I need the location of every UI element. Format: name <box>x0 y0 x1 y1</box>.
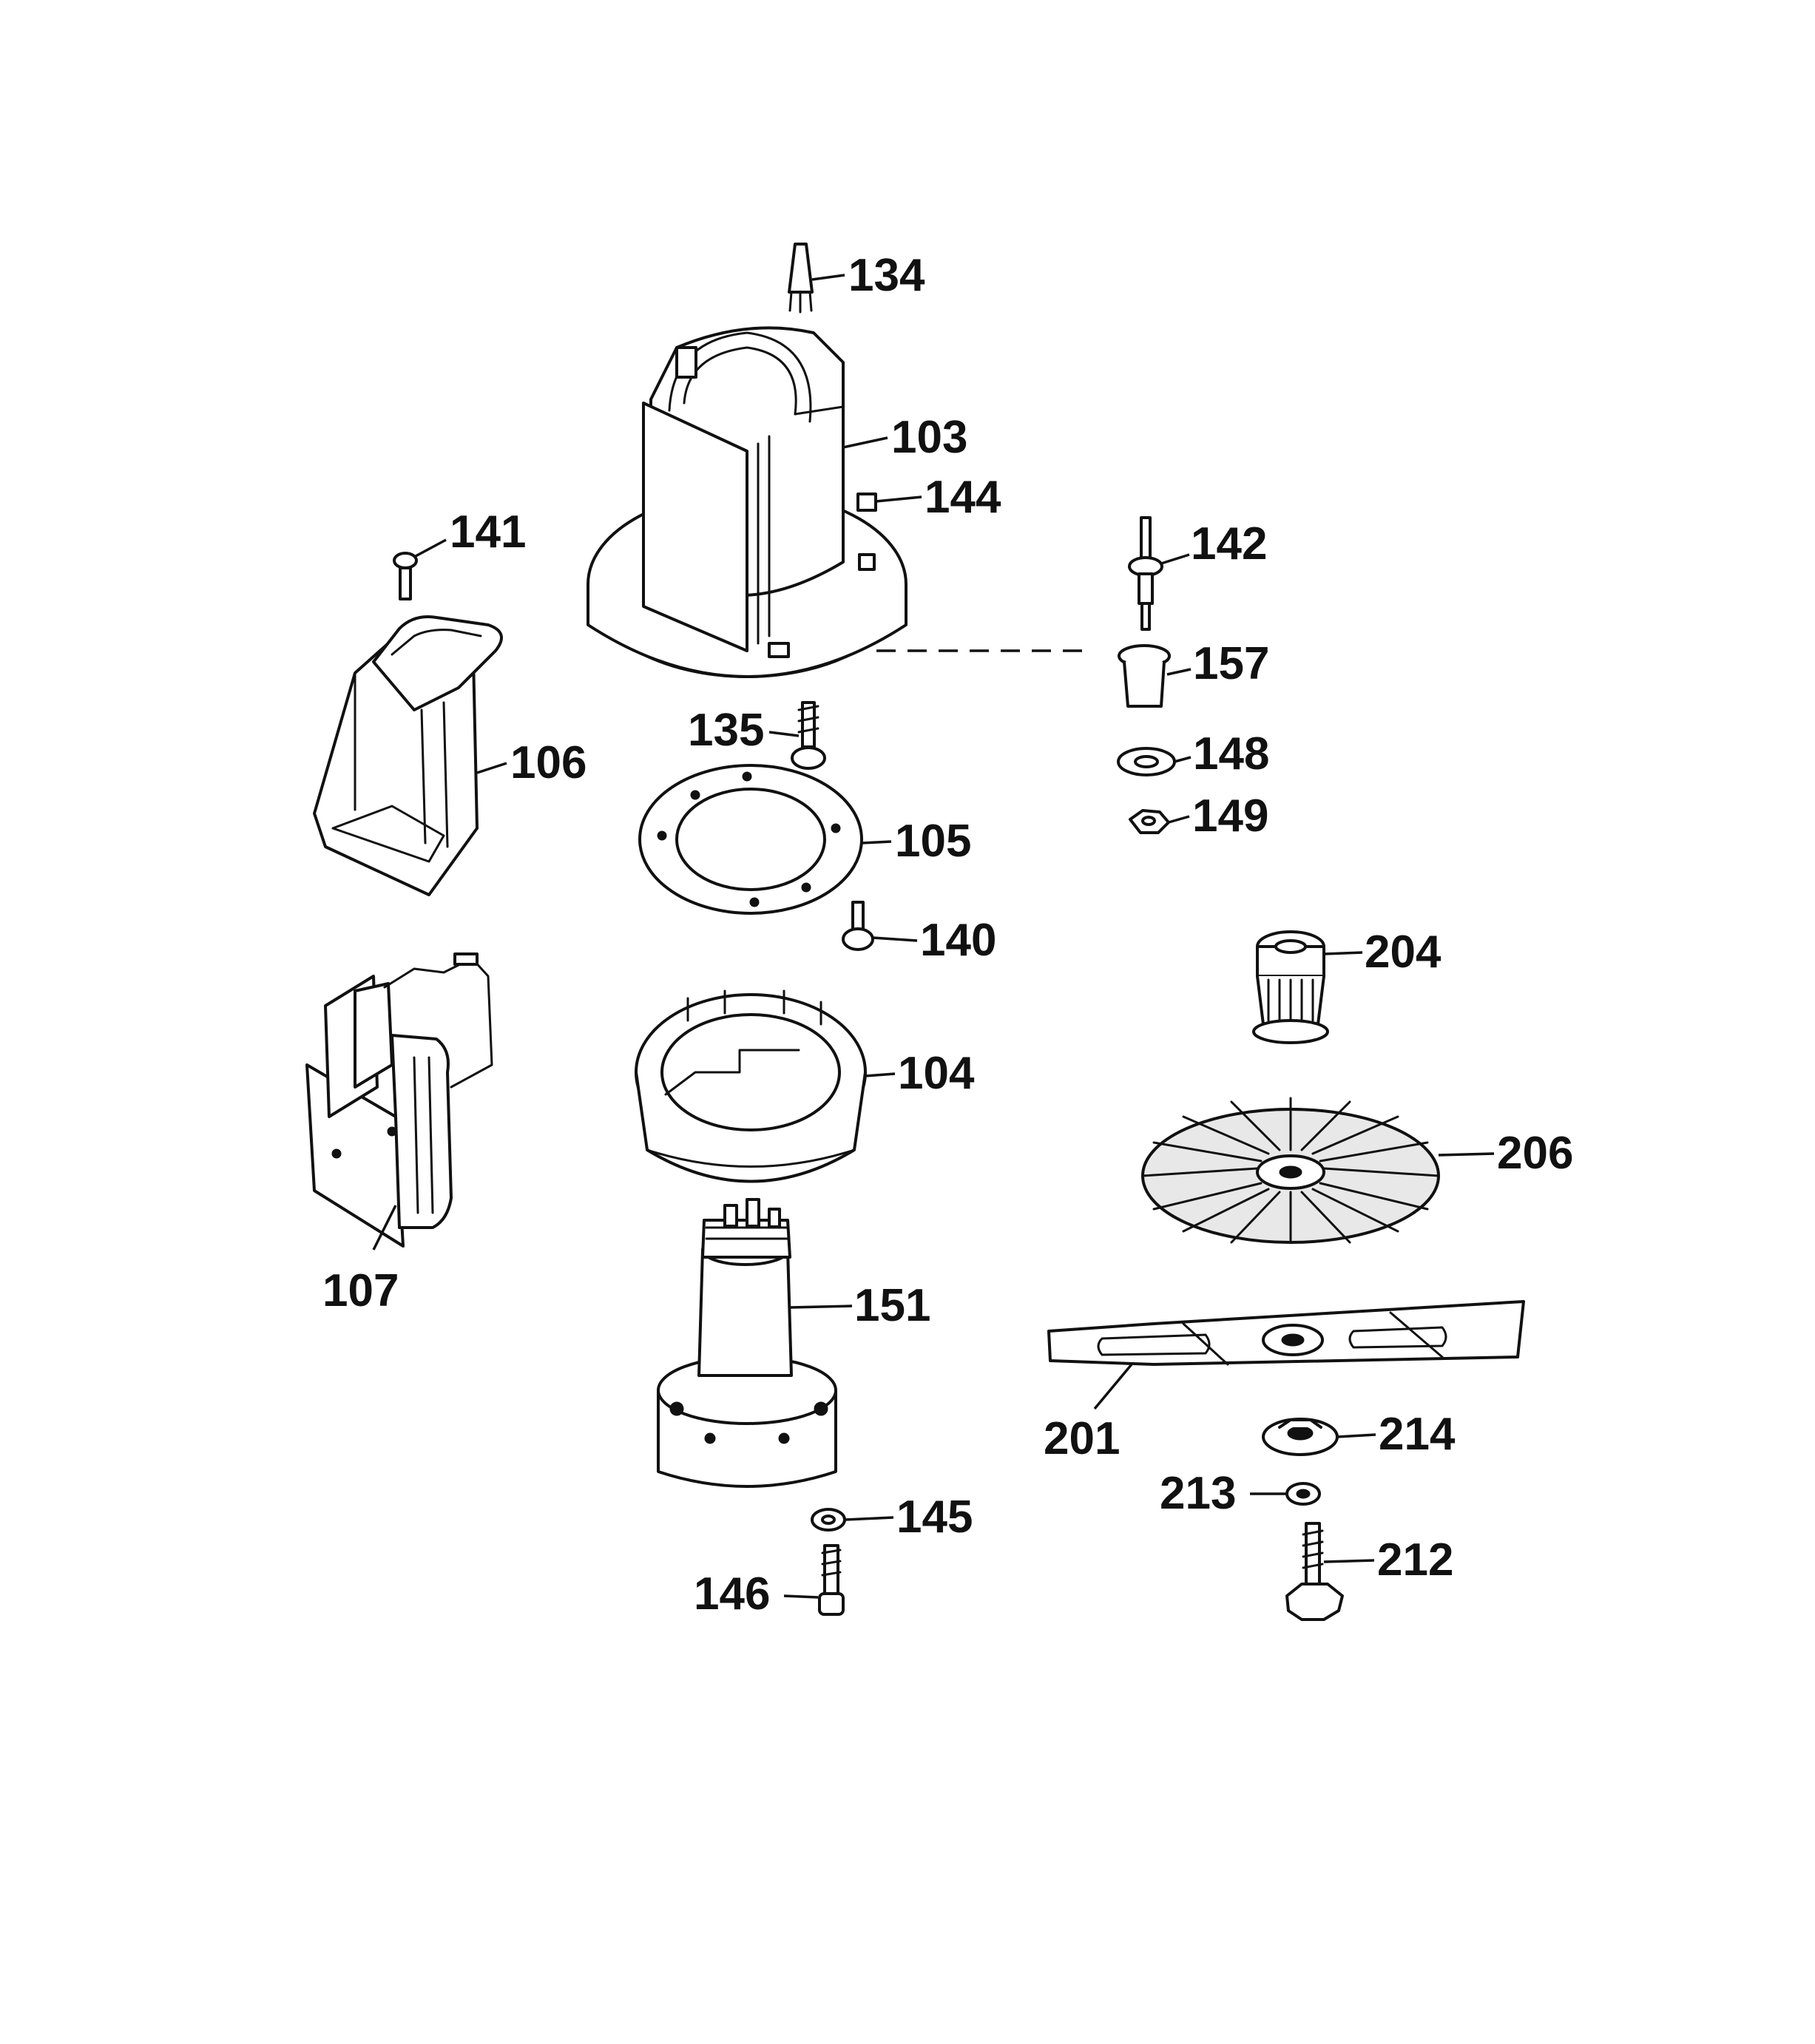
callout-105: 105 <box>895 816 971 867</box>
part-145-washer <box>811 1508 846 1532</box>
callout-206: 206 <box>1497 1128 1573 1179</box>
part-107-switch-assembly <box>305 952 493 1248</box>
leader-145 <box>844 1516 894 1521</box>
leader-148 <box>1174 756 1192 763</box>
part-103-motor-housing <box>587 326 908 678</box>
callout-135: 135 <box>688 705 764 756</box>
leader-151 <box>789 1304 853 1309</box>
part-140-screw <box>842 901 874 951</box>
callout-141: 141 <box>450 507 526 558</box>
leader-106 <box>476 762 507 774</box>
leader-104 <box>865 1072 896 1077</box>
leader-135 <box>768 731 800 737</box>
callout-148: 148 <box>1193 728 1269 779</box>
leader-201 <box>1093 1363 1133 1410</box>
leader-134 <box>811 274 845 281</box>
part-214-washer <box>1262 1418 1339 1456</box>
callout-213: 213 <box>1160 1468 1236 1519</box>
callout-145: 145 <box>896 1492 973 1543</box>
part-104-ring-housing <box>635 989 867 1183</box>
leader-206 <box>1438 1152 1495 1157</box>
callout-142: 142 <box>1191 518 1267 569</box>
leader-140 <box>872 936 918 942</box>
leader-107 <box>372 1205 397 1251</box>
callout-104: 104 <box>898 1048 975 1099</box>
callout-107: 107 <box>322 1265 399 1316</box>
callout-106: 106 <box>510 737 587 788</box>
part-149-nut <box>1129 809 1170 834</box>
callout-134: 134 <box>848 250 925 301</box>
callout-146: 146 <box>694 1568 770 1620</box>
part-135-screw <box>791 701 826 770</box>
part-148-washer <box>1117 747 1176 776</box>
callout-201: 201 <box>1044 1413 1120 1464</box>
leader-144 <box>875 495 922 503</box>
leader-103 <box>842 436 888 449</box>
part-204-blade-adapter <box>1252 930 1329 1044</box>
leader-141 <box>415 538 447 558</box>
leader-146 <box>783 1594 819 1599</box>
part-134-cap-plug <box>788 243 814 314</box>
callout-151: 151 <box>854 1280 930 1331</box>
part-146-screw <box>818 1544 845 1616</box>
part-105-gasket-ring <box>638 764 863 915</box>
leader-149 <box>1168 815 1190 824</box>
leader-204 <box>1323 951 1363 955</box>
part-201-blade <box>1047 1300 1525 1366</box>
leader-157 <box>1166 668 1192 676</box>
leader-212 <box>1323 1559 1375 1563</box>
callout-103: 103 <box>891 412 967 463</box>
callout-212: 212 <box>1377 1534 1453 1586</box>
leader-214 <box>1336 1433 1376 1438</box>
callout-157: 157 <box>1193 638 1269 689</box>
part-106-cover <box>313 615 503 896</box>
callout-204: 204 <box>1365 927 1441 978</box>
part-206-fan <box>1141 1097 1440 1244</box>
callout-214: 214 <box>1379 1409 1456 1460</box>
leader-142 <box>1160 553 1190 565</box>
callout-140: 140 <box>920 915 996 966</box>
part-142-bolt <box>1128 516 1163 631</box>
callout-144: 144 <box>925 472 1001 523</box>
part-141-screw <box>393 552 418 600</box>
part-151-motor <box>657 1198 837 1488</box>
callout-149: 149 <box>1192 791 1268 842</box>
part-213-lock-washer <box>1285 1482 1321 1506</box>
part-157-sleeve <box>1118 644 1171 708</box>
leader-105 <box>861 840 892 845</box>
part-212-bolt <box>1285 1522 1344 1621</box>
